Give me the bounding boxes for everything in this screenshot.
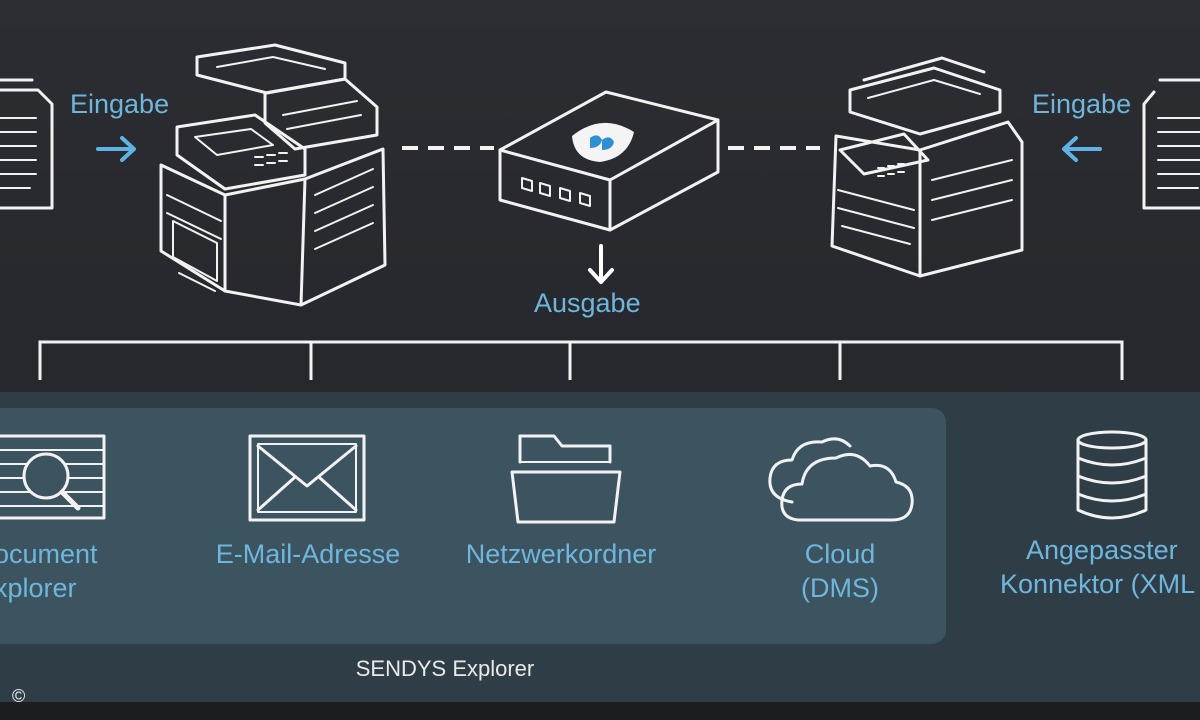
cloud-icon <box>768 437 914 522</box>
bottom-strip <box>0 702 1200 720</box>
connection-line-left <box>402 146 494 150</box>
connection-line-right <box>728 146 820 150</box>
sendys-explorer-group <box>0 408 946 644</box>
group-label: SENDYS Explorer <box>355 656 535 681</box>
folder-icon <box>510 434 622 524</box>
destination-label-network-folder: Netzwerkordner <box>465 539 657 569</box>
database-icon <box>1076 430 1148 520</box>
output-label: Ausgabe <box>534 288 641 318</box>
destination-label-email: E-Mail-Adresse <box>215 539 401 569</box>
distribution-bracket <box>38 340 1124 380</box>
sendys-logo-icon <box>572 122 634 162</box>
copyright-mark: © <box>12 686 26 706</box>
document-stack-right-icon <box>1142 78 1200 210</box>
document-stack-left-icon <box>0 78 54 210</box>
input-label-left: Eingabe <box>70 89 170 119</box>
printer-right-icon <box>830 56 1024 278</box>
printer-left-icon <box>159 43 387 307</box>
destination-label-document-explorer: ocument xplorer <box>0 539 98 603</box>
arrow-down-icon <box>588 244 614 284</box>
destination-label-custom-connector: Angepasster Konnektor (XML <box>1000 535 1196 599</box>
document-explorer-icon <box>0 434 106 520</box>
envelope-icon <box>248 434 366 522</box>
input-label-right: Eingabe <box>1032 89 1132 119</box>
arrow-left-icon <box>1062 136 1102 162</box>
destination-label-cloud: Cloud (DMS) <box>801 539 879 603</box>
arrow-right-icon <box>96 136 136 162</box>
